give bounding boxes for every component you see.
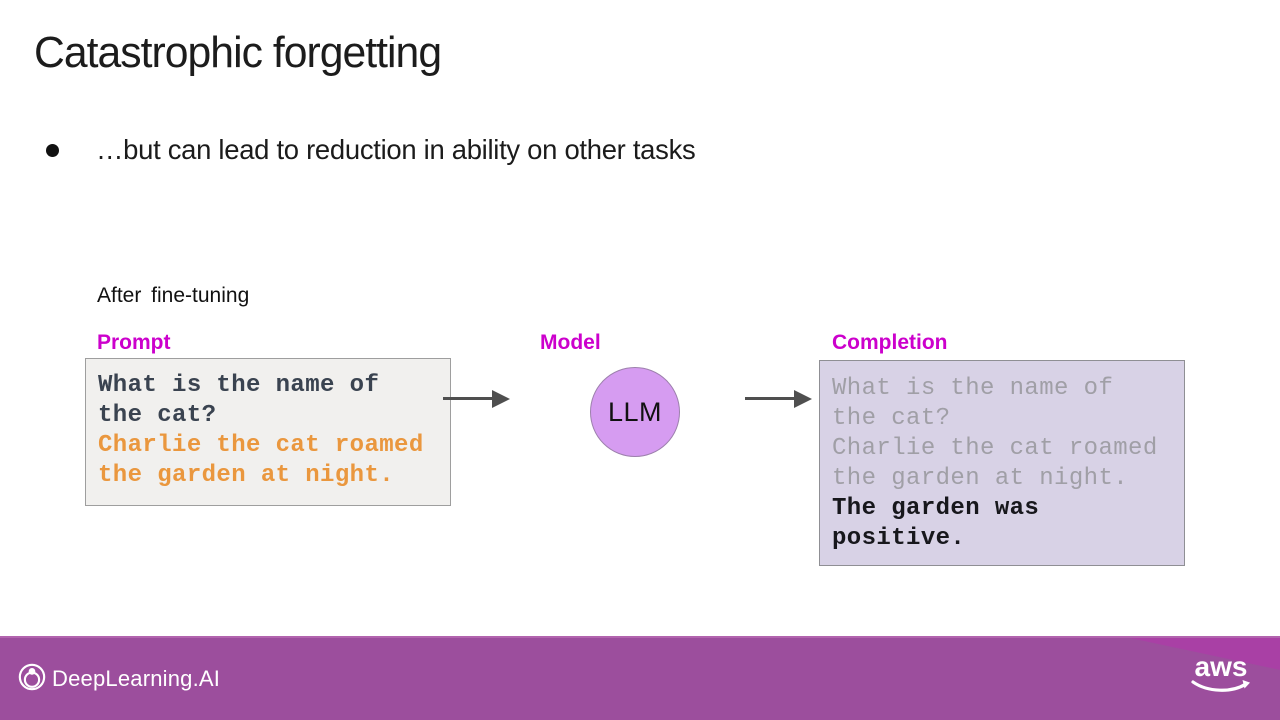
completion-box: What is the name of the cat? Charlie the…	[819, 360, 1185, 566]
aws-smile-icon	[1191, 680, 1250, 692]
bullet-text: …but can lead to reduction in ability on…	[96, 134, 696, 165]
completion-echo-line: Charlie the cat roamed	[832, 435, 1158, 462]
footer-bar: DeepLearning.AI aws	[0, 636, 1280, 720]
prompt-question-line: What is the name of	[98, 372, 380, 399]
bullet-item: …but can lead to reduction in ability on…	[46, 134, 708, 166]
right-arrow-icon	[745, 389, 812, 408]
prompt-box: What is the name of the cat? Charlie the…	[85, 358, 451, 506]
deeplearning-ai-logo: DeepLearning.AI	[18, 638, 220, 720]
llm-model-node: LLM	[590, 367, 680, 457]
deeplearning-ai-icon	[18, 663, 46, 696]
prompt-answer-line: the garden at night.	[98, 462, 395, 489]
bullet-icon	[46, 143, 59, 157]
completion-output-line: The garden was	[832, 495, 1040, 522]
aws-logo: aws	[1190, 653, 1252, 695]
llm-label: LLM	[607, 396, 663, 427]
aws-wordmark: aws	[1194, 651, 1248, 682]
completion-echo-line: the cat?	[832, 405, 951, 432]
right-arrow-icon	[443, 389, 510, 408]
stage-label: After fine-tuning	[97, 284, 250, 307]
deeplearning-ai-wordmark: DeepLearning.AI	[52, 666, 221, 691]
completion-echo-line: What is the name of	[832, 375, 1114, 402]
prompt-answer-line: Charlie the cat roamed	[98, 432, 424, 459]
completion-output-line: positive.	[832, 525, 966, 552]
completion-column-label: Completion	[832, 331, 948, 354]
prompt-question-line: the cat?	[98, 402, 217, 429]
completion-echo-line: the garden at night.	[832, 465, 1129, 492]
page-title: Catastrophic forgetting	[34, 28, 442, 77]
model-column-label: Model	[540, 331, 601, 354]
prompt-column-label: Prompt	[97, 331, 171, 354]
